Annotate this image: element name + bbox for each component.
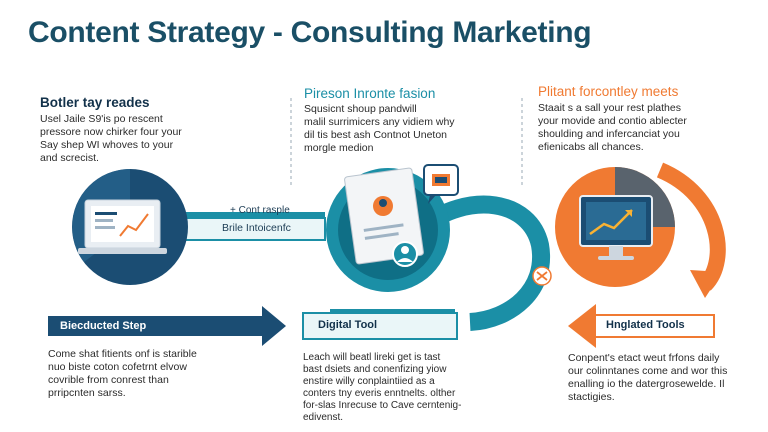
column-2-line: dil tis best ash Contnot Uneton xyxy=(304,129,448,141)
page-title: Content Strategy - Consulting Marketing xyxy=(28,16,592,49)
stage-3-line: stactigies. xyxy=(568,391,615,403)
document-profile-icon xyxy=(344,167,424,265)
column-1-text: Usel Jaile S9'is po rescent pressore now… xyxy=(40,113,182,165)
column-1-line: and screcist. xyxy=(40,152,99,164)
chat-bubble-icon xyxy=(423,164,459,204)
stage-3-label: Hnglated Tools xyxy=(606,319,685,331)
stage-2-line: conters tny everis enntnelts. olther xyxy=(303,388,456,399)
stage-3-text: Conpent's etact weut frfons daily our co… xyxy=(568,352,727,404)
person-avatar-icon xyxy=(392,241,418,267)
orange-arrow-head-down xyxy=(690,270,722,298)
column-3-line: your movide and contio ablecter xyxy=(538,115,687,127)
column-1-heading: Botler tay reades xyxy=(40,95,150,110)
stage-2-line: bast dsiets and conenfizing yiow xyxy=(303,364,447,375)
stage-2-text: Leach will beatl lireki get is tast bast… xyxy=(303,352,461,424)
laptop-chart-icon xyxy=(78,199,167,254)
column-3-line: efienicabs all chances. xyxy=(538,141,644,153)
stage-2-line: for-slas Inrecuse to Cave cerntenig- xyxy=(303,400,462,411)
connector-label-middle: Brile Intoicenfc xyxy=(222,222,291,234)
column-2-text: Squsicnt shoup pandwill malil surrimicer… xyxy=(304,103,455,155)
stage-3-line: our colinntanes come and wor this xyxy=(568,365,728,377)
column-3-heading: Plitant forcontley meets xyxy=(538,84,679,99)
stage-3-arrow xyxy=(568,304,715,348)
stage-3-line: Conpent's etact weut frfons daily xyxy=(568,352,720,364)
stage-1-arrow xyxy=(48,306,286,346)
column-2-heading: Pireson Inronte fasion xyxy=(304,86,436,101)
monitor-chart-icon xyxy=(579,195,653,260)
stage-1-line: nuo biste coton cofetrnt elvow xyxy=(48,361,187,373)
stage-1-label: Biecducted Step xyxy=(60,320,147,332)
stage-2-line: Leach will beatl lireki get is tast xyxy=(303,352,441,363)
stage-1-line: covrible from conrest than xyxy=(48,374,169,386)
column-2-line: morgle medion xyxy=(304,142,374,154)
stage-2-label: Digital Tool xyxy=(318,319,378,331)
stage-1-text: Come shat fitients onf is starible nuo b… xyxy=(48,348,197,400)
connector-band-strip xyxy=(185,212,325,218)
stage-1-circle xyxy=(72,169,188,285)
stage-2-circle xyxy=(326,164,459,292)
stage-3-line: enalling io the datergrosewelde. Il xyxy=(568,378,725,390)
small-arrows-icon xyxy=(532,266,552,286)
column-3-line: shoulding and infercanciat you xyxy=(538,128,680,140)
column-3-text: Staait s a sall your rest plathes your m… xyxy=(538,102,687,154)
column-1-line: Say shep WI whoves to your xyxy=(40,139,174,151)
column-3-line: Staait s a sall your rest plathes xyxy=(538,102,681,114)
stage-1-line: Come shat fitients onf is starible xyxy=(48,348,197,360)
stage-2-line: enstire willy conplaintiied as a xyxy=(303,376,435,387)
stage-2-box xyxy=(302,312,458,340)
stage-1-line: prripcnten sarss. xyxy=(48,387,126,399)
column-1-line: Usel Jaile S9'is po rescent xyxy=(40,113,163,125)
teal-flow-path xyxy=(414,195,551,331)
stage-3-circle xyxy=(555,167,675,287)
column-1-line: pressore now chirker four your xyxy=(40,126,182,138)
stage-2-line: edivenst. xyxy=(303,412,344,423)
connector-label-top: + Cont rasple xyxy=(230,205,290,216)
column-2-line: Squsicnt shoup pandwill xyxy=(304,103,417,115)
column-2-line: malil surrimicers any vidiem why xyxy=(304,116,455,128)
